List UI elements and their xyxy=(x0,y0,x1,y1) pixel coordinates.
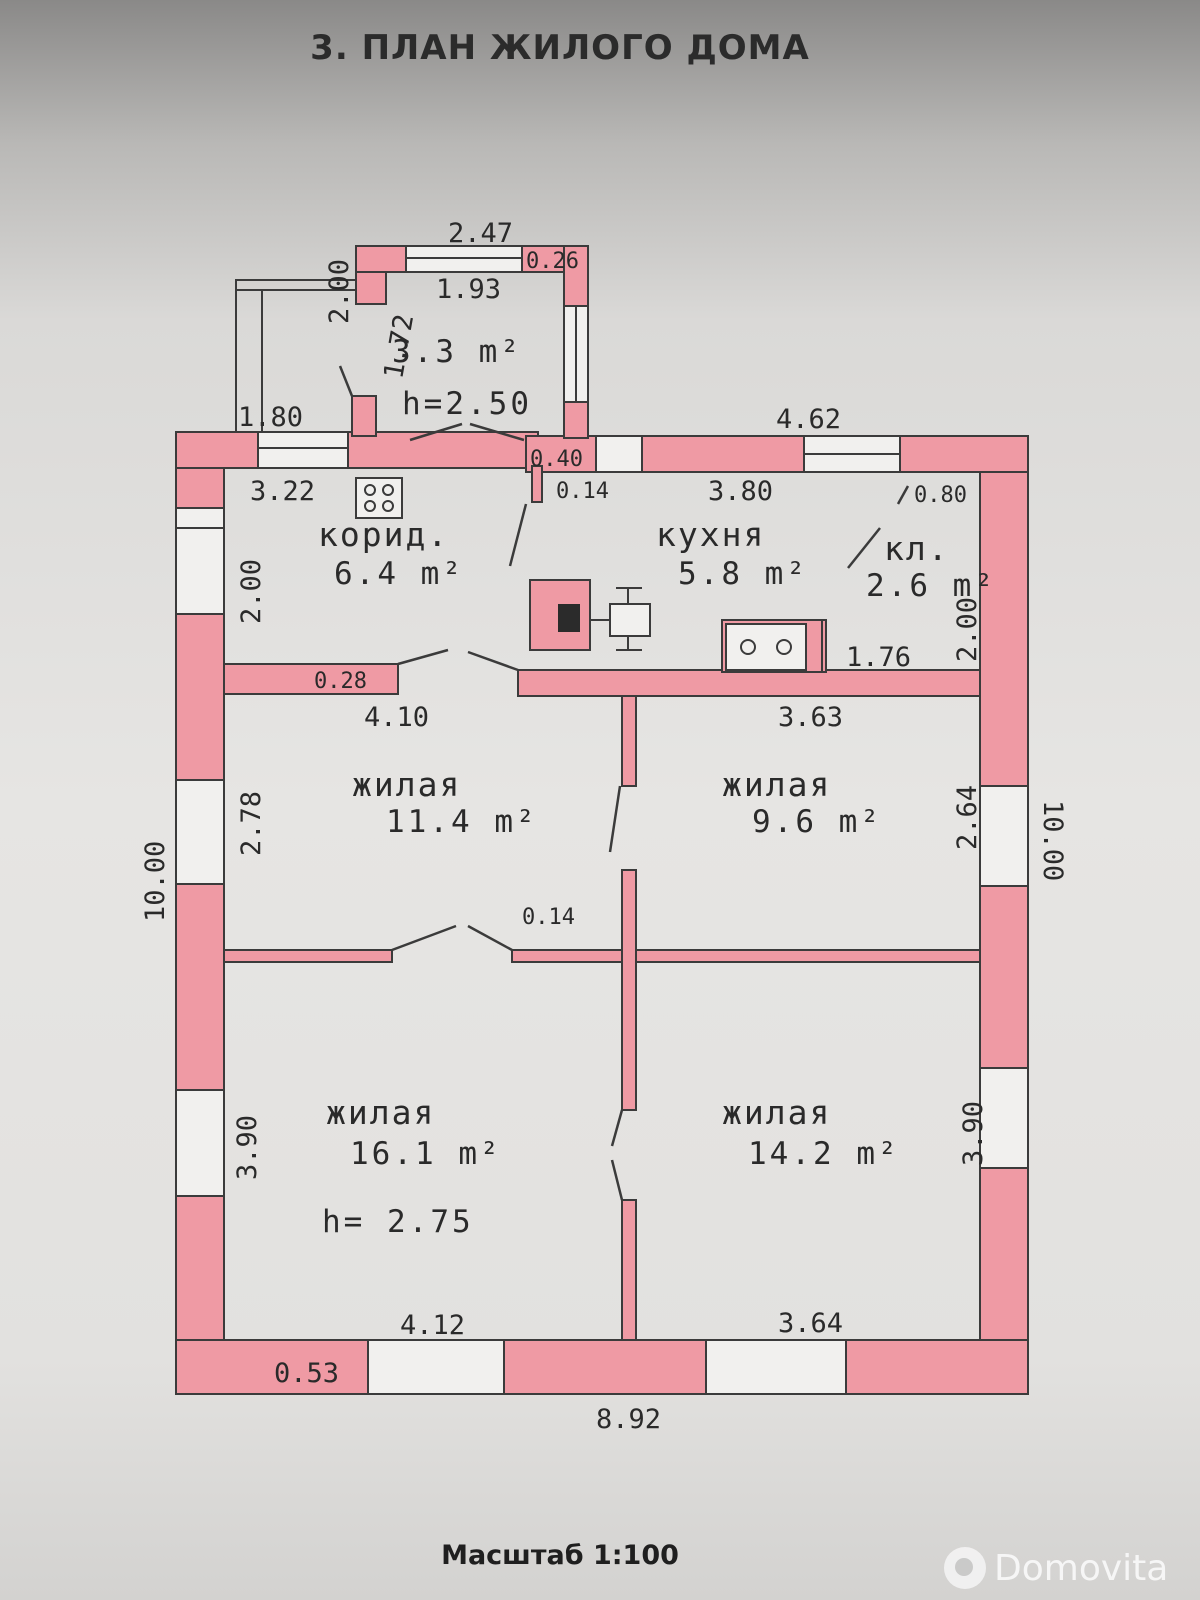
dim-living1-width: 4.10 xyxy=(364,702,429,733)
dim-porch-side-width: 1.80 xyxy=(238,402,303,433)
pantry-area: 2.6 m² xyxy=(866,568,996,604)
dim-living4-width: 3.64 xyxy=(778,1308,843,1339)
dim-living2-height: 2.64 xyxy=(952,785,983,850)
dimension-labels: 2.47 1.93 0.26 2.00 1.72 1.80 4.62 0.40 … xyxy=(140,218,1068,1435)
dim-pantry-height: 2.00 xyxy=(952,597,983,662)
porch-height: h=2.50 xyxy=(402,386,532,422)
dim-living3-height: 3.90 xyxy=(232,1115,263,1180)
kitchen-area: 5.8 m² xyxy=(678,556,808,592)
dim-porch-inner-height: 1.72 xyxy=(378,312,420,381)
dim-corridor-wall: 0.28 xyxy=(314,669,367,694)
living4-area: 14.2 m² xyxy=(748,1136,900,1172)
living2-name: жилая xyxy=(722,765,831,804)
corridor-name: корид. xyxy=(318,515,449,554)
dim-porch-outer-width: 2.47 xyxy=(448,218,513,249)
dim-living2-width: 3.63 xyxy=(778,702,843,733)
scale-label: Масштаб 1:100 xyxy=(441,1540,679,1571)
porch-area: 3.3 m² xyxy=(392,334,522,370)
room-labels: 3.3 m² h=2.50 корид. 6.4 m² кухня 5.8 m²… xyxy=(318,334,996,1240)
dim-total-height-left: 10.00 xyxy=(140,841,171,922)
dim-pantry-width: 1.76 xyxy=(846,642,911,673)
dim-porch-left-height: 2.00 xyxy=(324,259,355,324)
dim-living4-height: 3.90 xyxy=(958,1101,989,1166)
dim-kitchen-wall: 0.14 xyxy=(556,479,609,504)
living3-name: жилая xyxy=(326,1093,435,1132)
dim-top-right-width: 4.62 xyxy=(776,404,841,435)
dim-living3-width: 4.12 xyxy=(400,1310,465,1341)
domovita-logo-icon xyxy=(944,1547,986,1589)
dim-porch-wall: 0.26 xyxy=(526,249,579,274)
windows xyxy=(175,431,1029,1395)
watermark-text: Domovita xyxy=(994,1547,1169,1589)
living2-area: 9.6 m² xyxy=(752,804,882,840)
dim-wall-040: 0.40 xyxy=(530,447,583,472)
corridor-area: 6.4 m² xyxy=(334,556,464,592)
living1-area: 11.4 m² xyxy=(386,804,538,840)
living4-name: жилая xyxy=(722,1093,831,1132)
living1-name: жилая xyxy=(352,765,461,804)
living3-height: h= 2.75 xyxy=(322,1204,474,1240)
dim-corridor-width: 3.22 xyxy=(250,476,315,507)
kitchen-name: кухня xyxy=(656,515,765,554)
watermark: Domovita xyxy=(944,1546,1168,1590)
plan-title: 3. ПЛАН ЖИЛОГО ДОМА xyxy=(310,28,810,68)
dim-outer-wall: 0.53 xyxy=(274,1358,339,1389)
dim-corridor-height: 2.00 xyxy=(236,559,267,624)
dim-living1-height: 2.78 xyxy=(236,791,267,856)
dim-kitchen-width: 3.80 xyxy=(708,476,773,507)
porch xyxy=(235,245,589,439)
doors xyxy=(338,365,910,1201)
dim-pantry-wall: 0.80 xyxy=(914,483,967,508)
living3-area: 16.1 m² xyxy=(350,1136,502,1172)
dim-partition: 0.14 xyxy=(522,905,575,930)
pantry-name: кл. xyxy=(884,529,950,568)
dim-total-width: 8.92 xyxy=(596,1404,661,1435)
dim-total-height-right: 10.00 xyxy=(1037,800,1068,881)
dim-porch-inner-width: 1.93 xyxy=(436,274,501,305)
interior-walls xyxy=(223,465,981,1341)
